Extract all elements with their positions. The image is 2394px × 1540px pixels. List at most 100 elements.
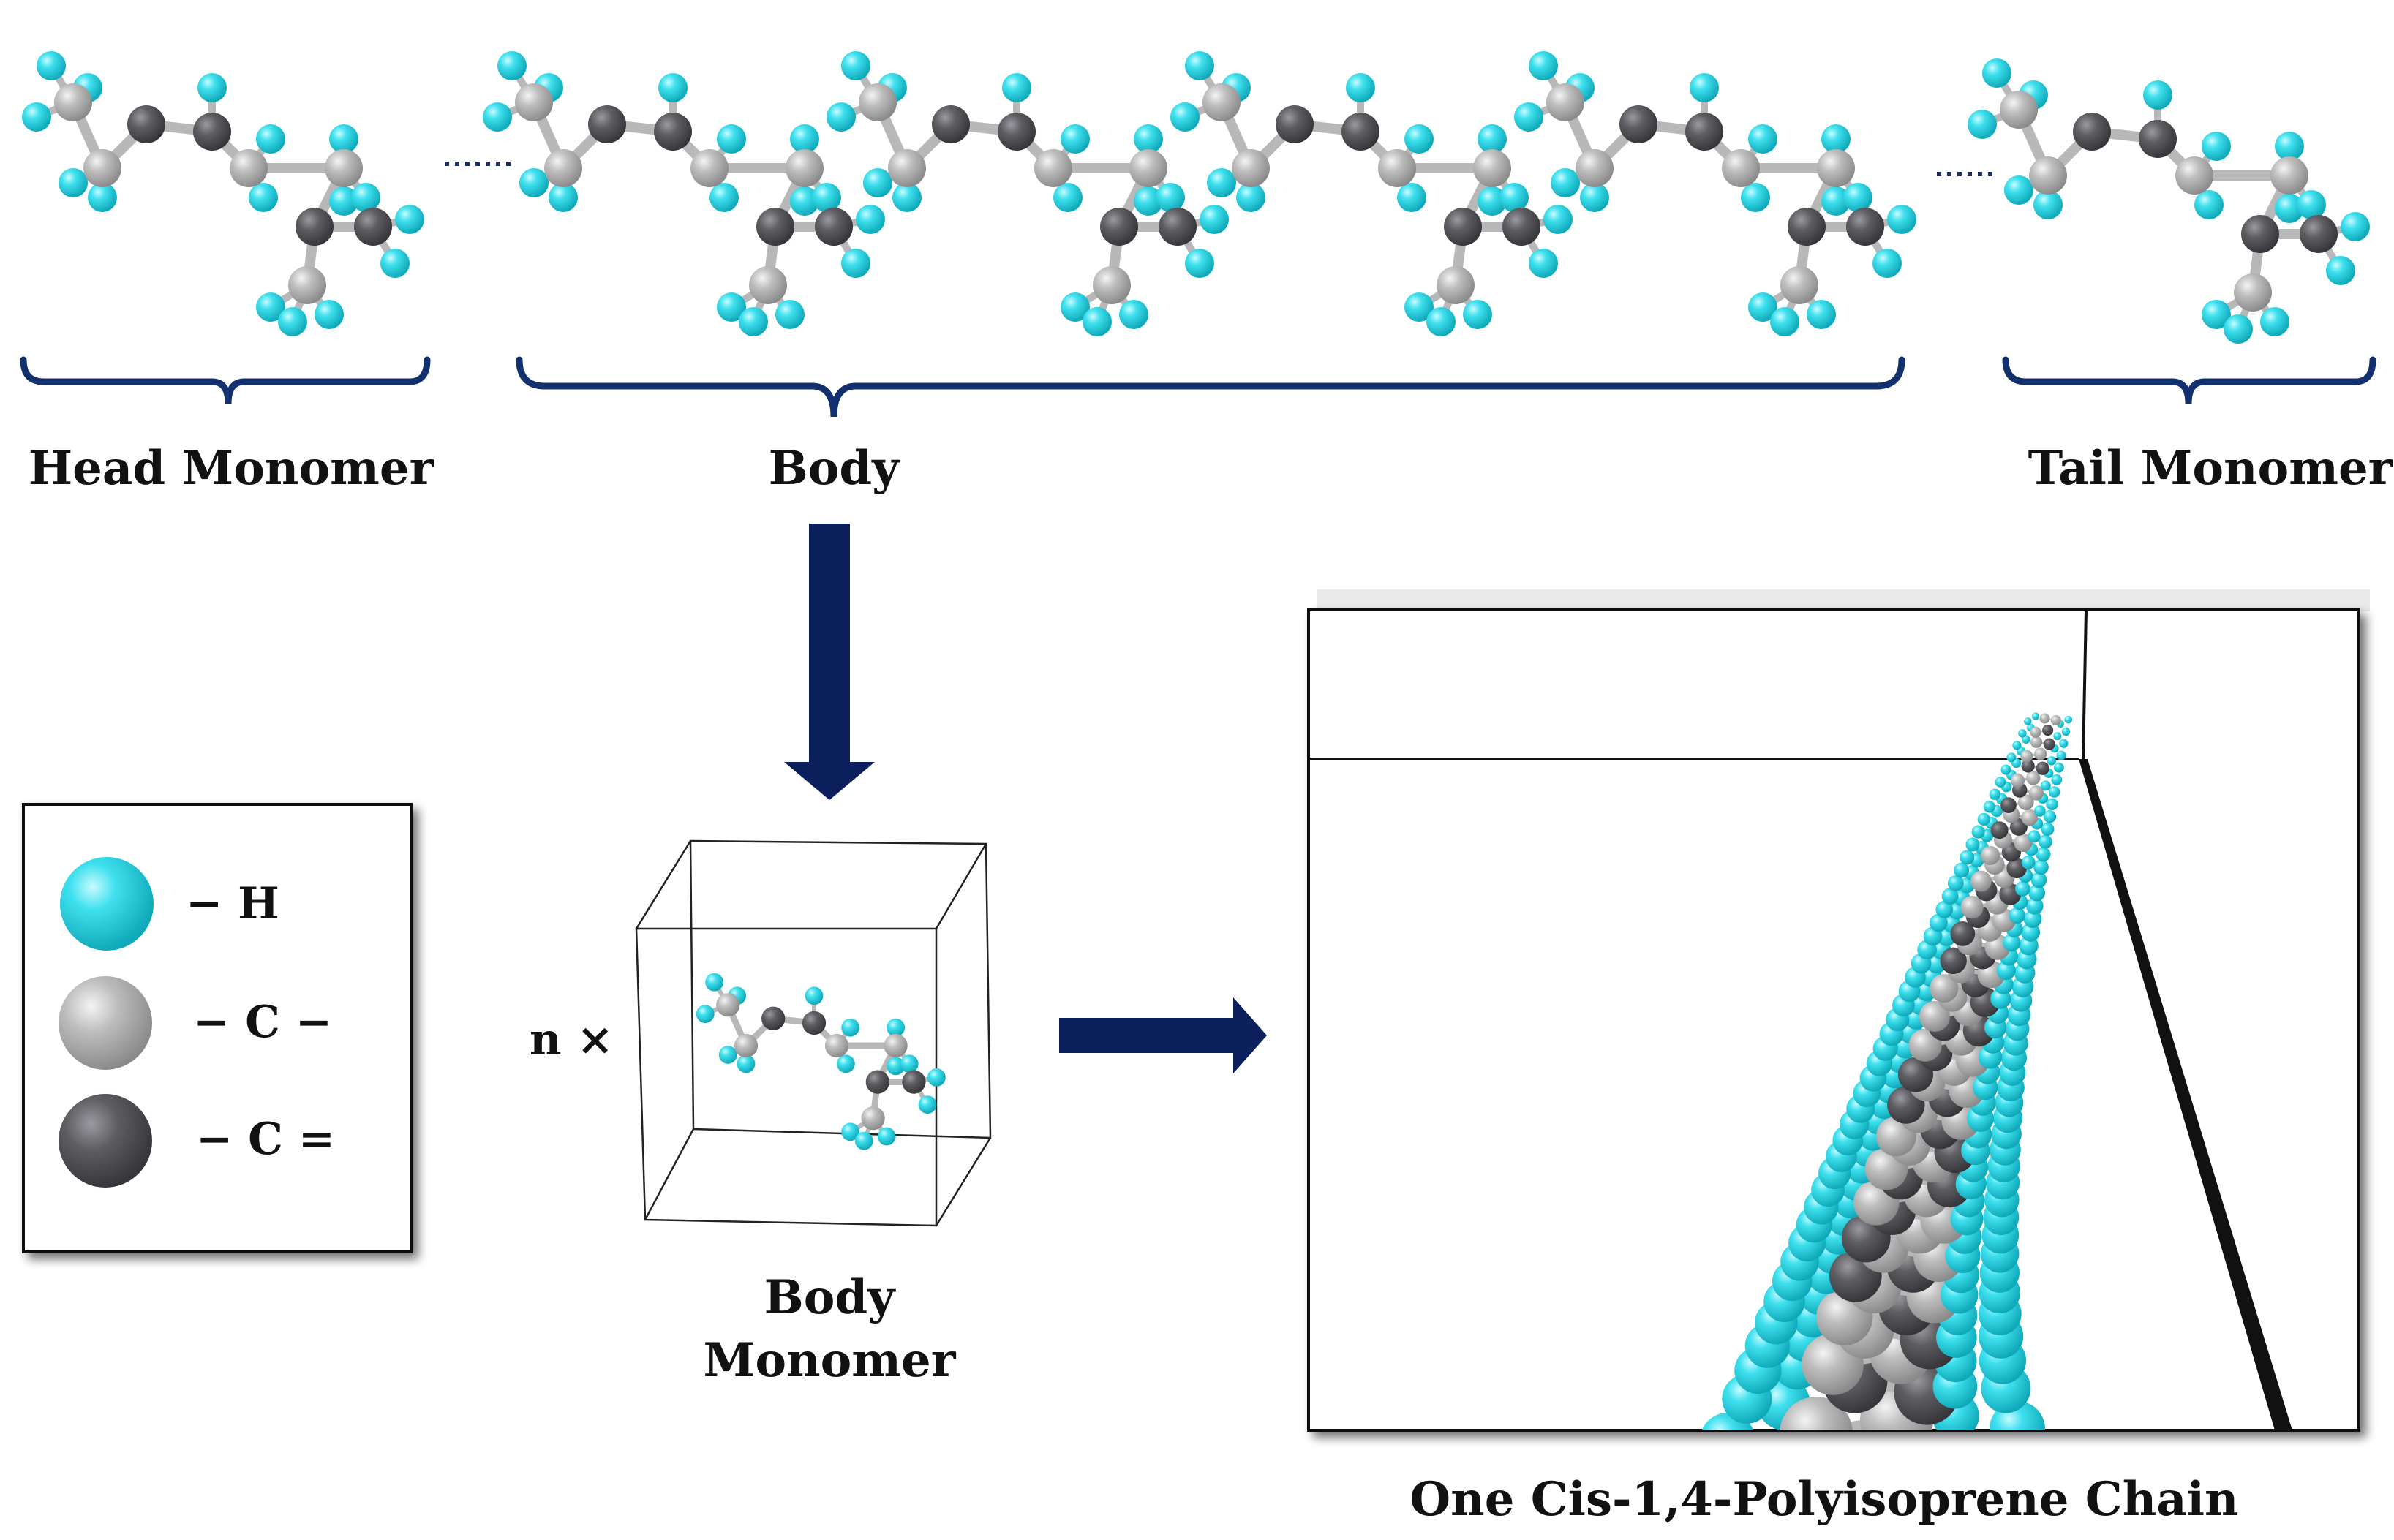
carbon-atom: [2234, 273, 2272, 312]
hydrogen-atom: [2064, 715, 2073, 724]
hydrogen-atom: [2028, 830, 2041, 843]
hydrogen-atom: [2061, 727, 2071, 736]
hydrogen-atom: [2275, 194, 2304, 223]
hydrogen-atom: [1968, 110, 1997, 139]
double-bond-carbon-atom: [1788, 208, 1826, 246]
atom-legend: − H − C − − C =: [22, 803, 413, 1253]
hydrogen-atom: [1170, 102, 1200, 132]
hydrogen-atom: [2053, 762, 2064, 773]
carbon-atom: [288, 266, 326, 304]
hydrogen-atom: [1002, 73, 1031, 102]
carbon-atom: [2014, 833, 2033, 853]
hydrogen-atom: [2202, 132, 2231, 161]
hydrogen-atom: [1947, 875, 1964, 891]
hydrogen-atom: [1463, 300, 1492, 329]
hydrogen-atom: [1821, 124, 1851, 154]
double-bond-carbon-atom: [1159, 208, 1197, 246]
hydrogen-atom: [2047, 756, 2057, 766]
double-bond-carbon-atom: [815, 208, 853, 246]
hydrogen-atom: [197, 73, 227, 102]
hydrogen-atom: [2022, 735, 2030, 744]
hydrogen-atom: [483, 102, 512, 132]
carbon-atom: [2028, 785, 2044, 801]
carbon-atom: [1473, 149, 1511, 187]
hydrogen-atom: [1935, 900, 1954, 918]
hydrogen-atom: [1580, 183, 1609, 212]
hydrogen-atom: [2021, 855, 2036, 869]
hydrogen-atom: [739, 307, 768, 336]
hydrogen-atom: [2038, 834, 2052, 849]
hydrogen-atom: [854, 1131, 873, 1150]
hydrogen-atom: [2000, 764, 2011, 775]
hydrogen-atom: [2032, 712, 2040, 720]
carbon-atom: [1919, 1000, 1950, 1032]
hydrogen-atom: [877, 1127, 896, 1146]
polyisoprene-chain-molecule: [1701, 712, 2073, 1430]
double-bond-carbon-atom: [1846, 208, 1884, 246]
hydrogen-atom: [519, 168, 549, 197]
hydrogen-atom: [2015, 880, 2030, 897]
hydrogen-atom: [775, 300, 805, 329]
single-bond-carbon-atom-icon: [59, 976, 152, 1070]
hydrogen-atom: [497, 51, 527, 80]
hydrogen-atom: [1983, 801, 1996, 813]
body-monomer-molecule: [696, 973, 946, 1150]
right-arrow-icon: [1059, 997, 1267, 1073]
hydrogen-atom: [315, 300, 344, 329]
hydrogen-atom: [1690, 73, 1719, 102]
hydrogen-atom: [2036, 847, 2051, 862]
hydrogen-atom: [1185, 51, 1214, 80]
hydrogen-atom: [2143, 80, 2172, 110]
double-bond-carbon-atom: [756, 208, 794, 246]
hydrogen-atom: [2012, 741, 2022, 750]
hydrogen-atom: [380, 249, 410, 278]
hydrogen-atom: [1529, 51, 1558, 80]
carbon-atom: [2026, 771, 2041, 785]
hydrogen-atom: [841, 51, 870, 80]
carbon-atom: [2021, 809, 2039, 826]
hydrogen-atom: [1821, 186, 1851, 216]
carbon-atom: [230, 149, 268, 187]
hydrogen-atom: [841, 1018, 859, 1037]
hydrogen-atom: [88, 183, 117, 212]
hydrogen-atom: [837, 1054, 855, 1073]
carbon-atom: [2039, 713, 2050, 724]
carbon-atom: [2000, 91, 2038, 129]
carbon-atom: [2010, 773, 2025, 788]
hydrogen-atom: [2326, 256, 2355, 285]
hydrogen-atom: [249, 183, 278, 212]
hydrogen-atom: [887, 1018, 905, 1037]
hydrogen-atom: [1741, 183, 1770, 212]
hydrogen-atom: [2023, 910, 2042, 929]
hydrogen-atom: [2341, 212, 2370, 241]
carbon-atom: [1908, 1028, 1942, 1062]
tail-monomer-molecule: [1968, 58, 2370, 344]
hydrogen-atom: [2046, 798, 2058, 811]
carbon-atom: [83, 149, 121, 187]
hydrogen-atom: [827, 102, 856, 132]
hydrogen-atom: [278, 307, 307, 336]
double-bond-carbon-atom: [193, 113, 231, 151]
hydrogen-atom: [717, 292, 746, 322]
hydrogen-atom-icon: [60, 857, 154, 951]
hydrogen-atom: [1989, 788, 2001, 801]
carbon-atom: [1980, 845, 2000, 866]
hydrogen-atom: [805, 986, 824, 1005]
hydrogen-atom: [2297, 190, 2326, 219]
hydrogen-atom: [2059, 739, 2069, 748]
hydrogen-atom: [2025, 897, 2044, 915]
hydrogen-atom: [1941, 888, 1959, 905]
carbon-atom: [690, 149, 729, 187]
hydrogen-atom: [1200, 205, 1229, 234]
hydrogen-atom: [59, 168, 88, 197]
hydrogen-atom: [1119, 300, 1148, 329]
hydrogen-atom: [2004, 175, 2033, 205]
hydrogen-atom: [2048, 786, 2060, 798]
carbon-atom: [1817, 149, 1855, 187]
hydrogen-atom: [1529, 249, 1558, 278]
hydrogen-atom: [1346, 73, 1375, 102]
carbon-atom: [515, 83, 553, 121]
hydrogen-atom: [1207, 168, 1236, 197]
tail-monomer-label: Tail Monomer: [2028, 441, 2394, 496]
